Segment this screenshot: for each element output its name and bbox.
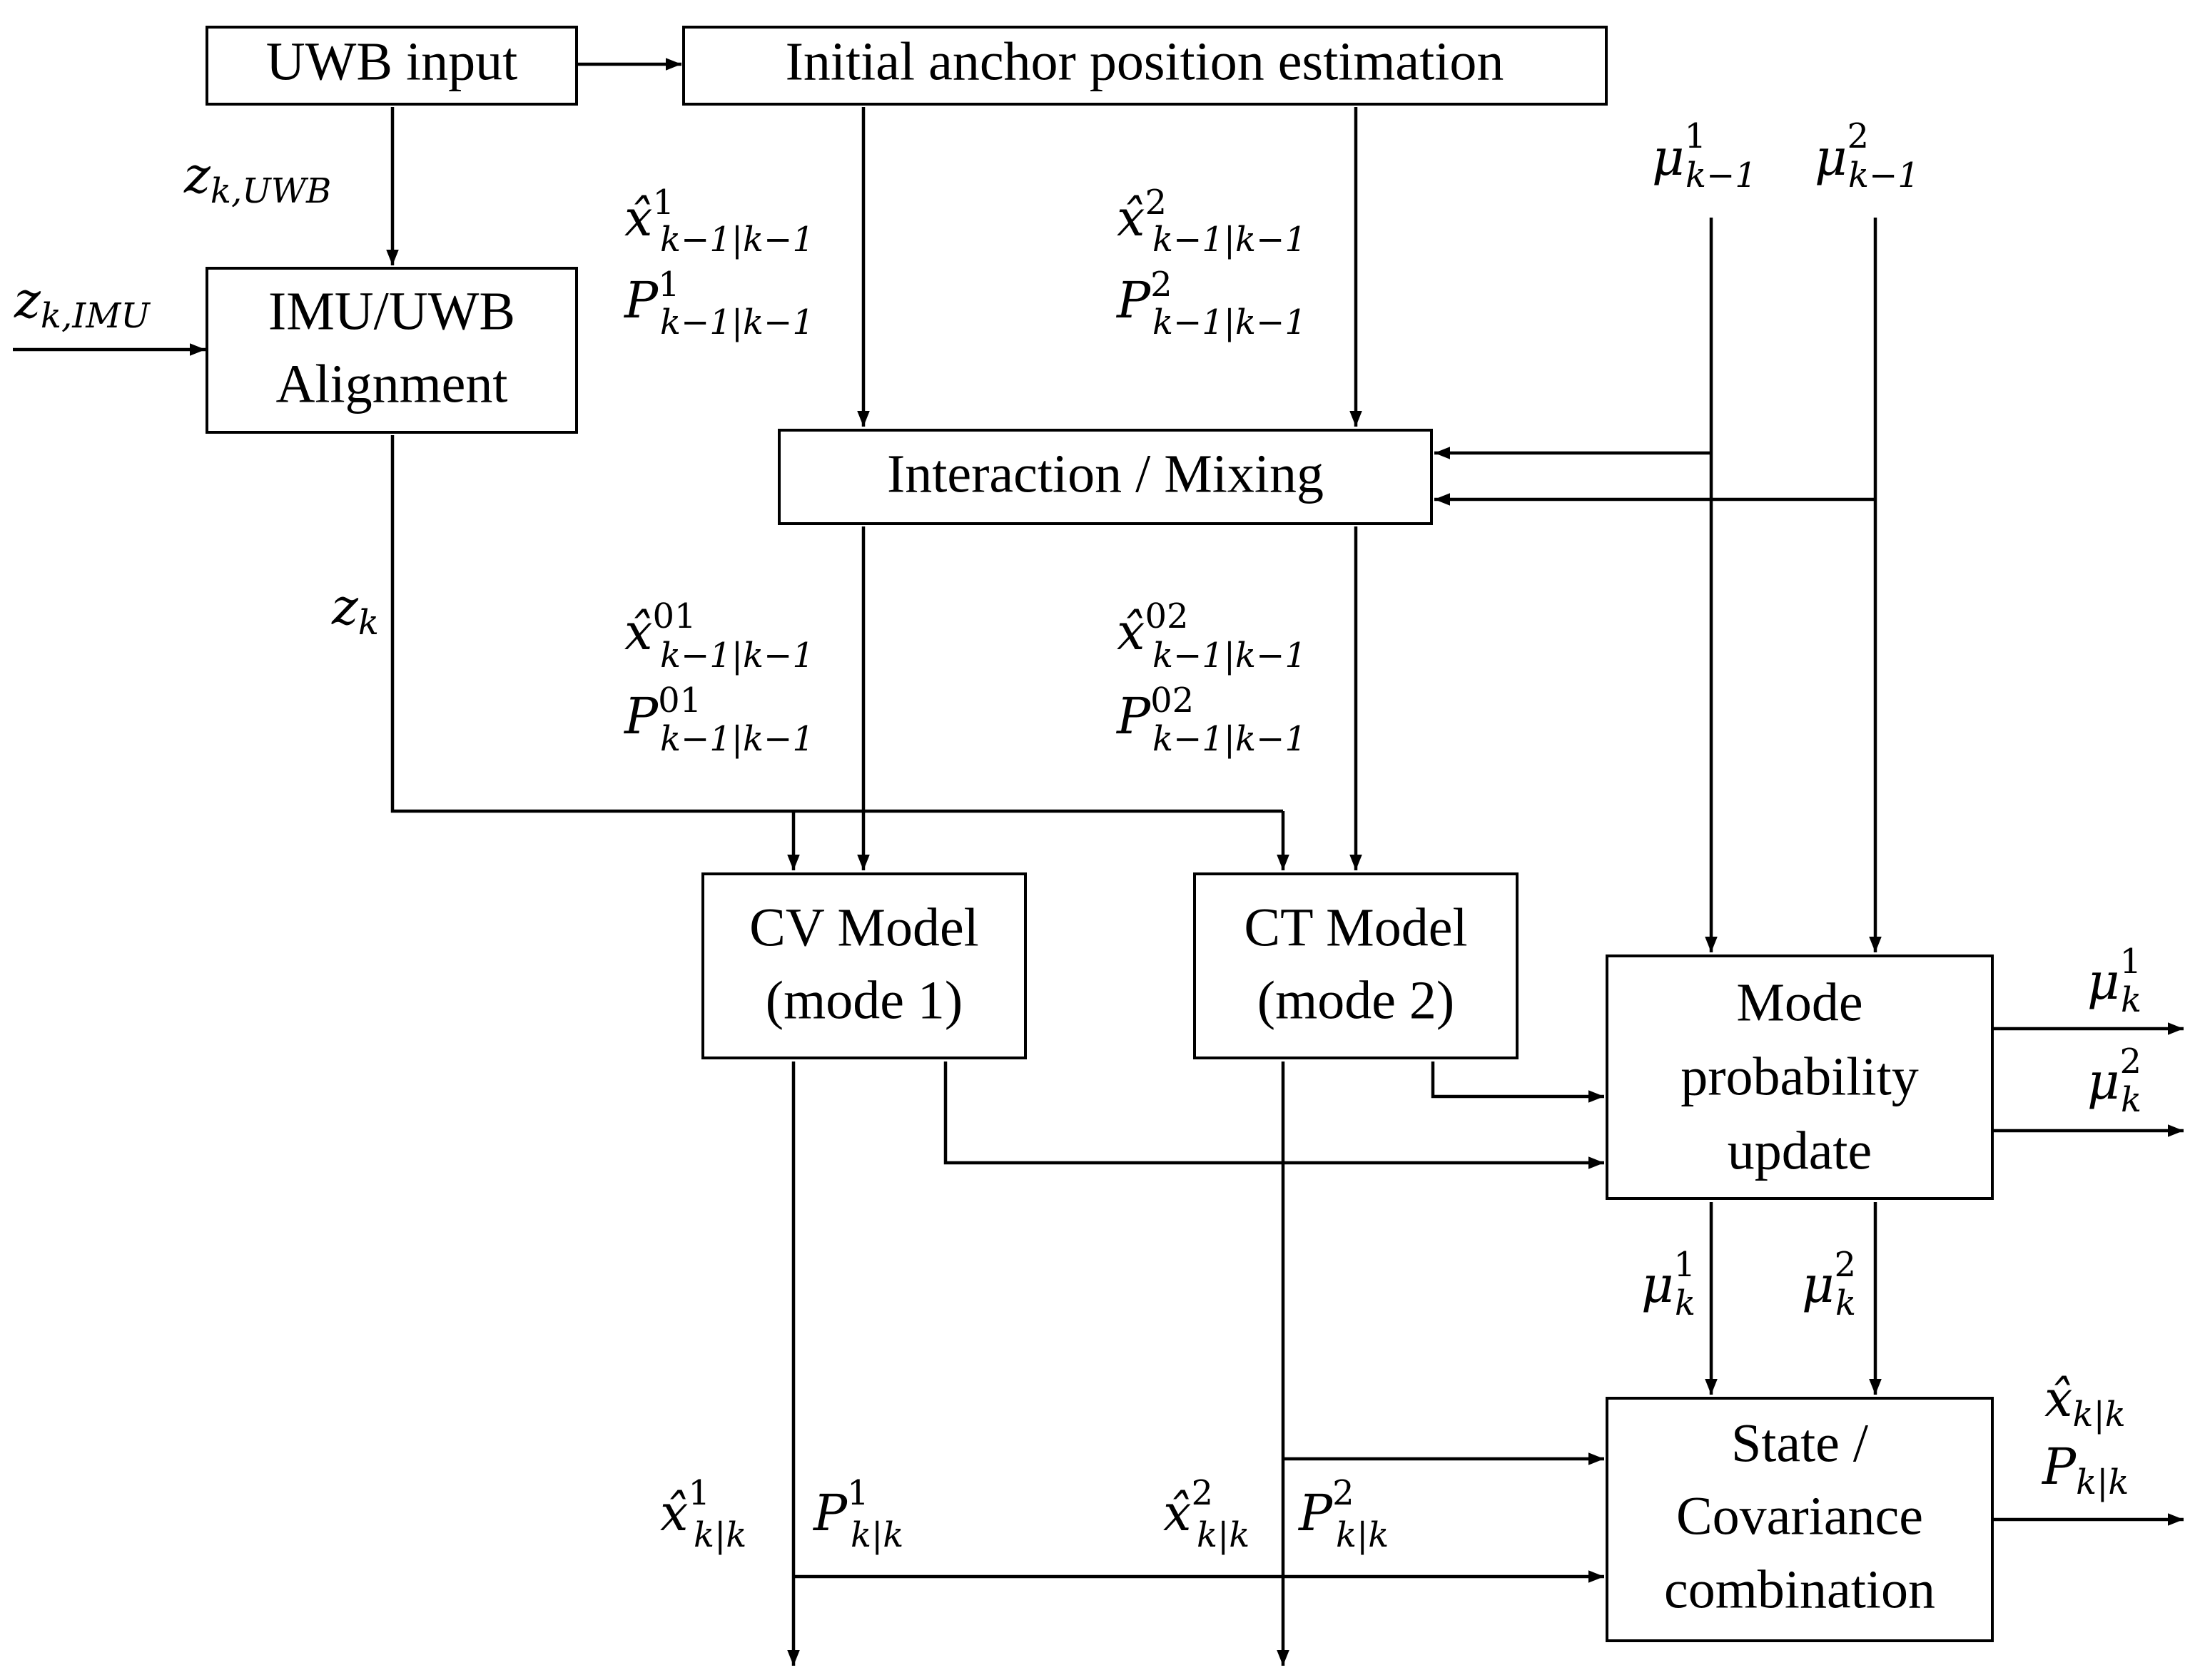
- label-mu1-prev: μ1: [1652, 116, 1706, 187]
- label-z-imu: zk,IMU: [14, 271, 151, 336]
- cv-model-label-2: (mode 1): [766, 970, 963, 1030]
- label-x2-prev: x̂2: [1117, 183, 1167, 248]
- label-mu1-down-sub: k: [1675, 1283, 1695, 1323]
- label-mu1-out-sub: k: [2121, 980, 2141, 1020]
- label-P2-post-sub: k|k: [1336, 1515, 1389, 1555]
- label-mu1-out: μ1: [2087, 942, 2141, 1011]
- cv-model-box: CV Model (mode 1): [701, 872, 1027, 1059]
- mode-probability-label-2: probability: [1680, 1047, 1919, 1106]
- label-mu1-down: μ1: [1641, 1245, 1695, 1314]
- label-x1-prev-sub: k−1|k−1: [660, 220, 814, 260]
- label-P1-post-sub: k|k: [851, 1515, 903, 1555]
- label-x1-prev: x̂1: [624, 183, 674, 248]
- label-P02-prev-sub: k−1|k−1: [1152, 719, 1307, 759]
- label-x01-prev-sub: k−1|k−1: [660, 636, 814, 676]
- ct-model-label-2: (mode 2): [1257, 970, 1454, 1030]
- label-P2-prev-sub: k−1|k−1: [1152, 302, 1307, 342]
- interaction-mixing-box: Interaction / Mixing: [778, 429, 1433, 525]
- uwb-input-label: UWB input: [266, 31, 518, 91]
- label-mu2-down: μ2: [1802, 1245, 1856, 1314]
- label-P2-post: P2: [1297, 1473, 1354, 1542]
- label-mu2-prev: μ2: [1815, 116, 1869, 187]
- label-P01-prev-sub: k−1|k−1: [660, 719, 814, 759]
- label-P1-prev-sub: k−1|k−1: [660, 302, 814, 342]
- wire-cv-to-mode: [943, 1062, 1604, 1169]
- label-x01-prev: x̂01: [624, 596, 696, 661]
- mode-probability-label-1: Mode: [1736, 972, 1862, 1032]
- label-mu1-prev-sub: k−1: [1685, 156, 1757, 195]
- alignment-label-2: Alignment: [275, 354, 507, 414]
- alignment-box: IMU/UWB Alignment: [206, 267, 578, 434]
- label-P02-prev: P02: [1115, 681, 1194, 745]
- alignment-label-1: IMU/UWB: [268, 281, 515, 341]
- wire-alignment-zk-trunk: [390, 435, 1283, 813]
- label-x1-post-sub: k|k: [694, 1515, 746, 1555]
- label-x02-prev: x̂02: [1117, 596, 1189, 661]
- label-z-uwb: zk,UWB: [183, 146, 331, 211]
- label-x2-post: x̂2: [1163, 1473, 1213, 1542]
- label-P1-prev: P1: [623, 265, 680, 330]
- ct-model-label-1: CT Model: [1244, 897, 1467, 957]
- ct-model-box: CT Model (mode 2): [1193, 872, 1519, 1059]
- mode-probability-label-3: update: [1728, 1121, 1872, 1181]
- cv-model-label-1: CV Model: [749, 897, 979, 957]
- label-x2-prev-sub: k−1|k−1: [1152, 220, 1307, 260]
- initial-anchor-box: Initial anchor position estimation: [682, 26, 1608, 106]
- math-labels: zk,UWB zk,IMU zk x̂1 k−1|k−1 P1 k−1|k−1 …: [14, 116, 2141, 1555]
- combination-label-2: Covariance: [1676, 1486, 1923, 1546]
- combination-label-1: State /: [1731, 1413, 1869, 1473]
- label-x1-post: x̂1: [660, 1473, 710, 1542]
- wire-ct-to-mode: [1431, 1062, 1604, 1103]
- label-mu2-out: μ2: [2087, 1042, 2141, 1111]
- label-x02-prev-sub: k−1|k−1: [1152, 636, 1307, 676]
- label-z-k: zk: [331, 578, 379, 643]
- label-P-out: Pk|k: [2041, 1437, 2129, 1502]
- initial-anchor-label: Initial anchor position estimation: [786, 31, 1504, 91]
- label-x-out: x̂k|k: [2044, 1370, 2126, 1435]
- state-covariance-combination-box: State / Covariance combination: [1606, 1397, 1994, 1642]
- label-mu2-down-sub: k: [1835, 1283, 1856, 1323]
- uwb-input-box: UWB input: [206, 26, 578, 106]
- label-mu2-out-sub: k: [2121, 1080, 2141, 1120]
- combination-label-3: combination: [1664, 1559, 1935, 1619]
- mode-probability-box: Mode probability update: [1606, 954, 1994, 1200]
- label-P01-prev: P01: [623, 681, 701, 745]
- connections: [13, 58, 2184, 1666]
- label-P2-prev: P2: [1115, 265, 1172, 330]
- label-x2-post-sub: k|k: [1197, 1515, 1249, 1555]
- interaction-mixing-label: Interaction / Mixing: [887, 444, 1324, 504]
- label-mu2-prev-sub: k−1: [1848, 156, 1920, 195]
- label-P1-post: P1: [812, 1473, 869, 1542]
